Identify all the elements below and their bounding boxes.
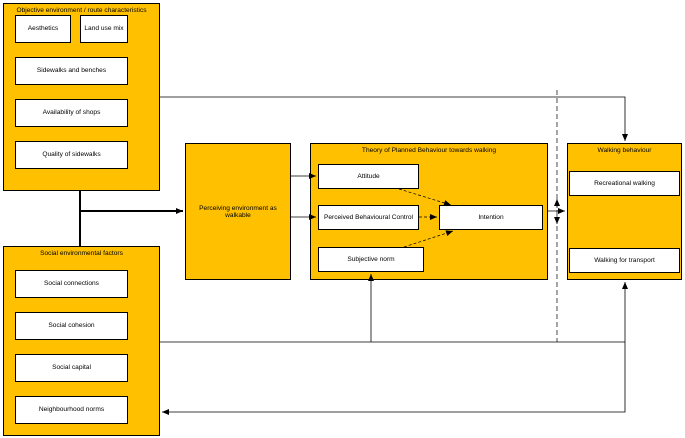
walking-for-transport-box: Walking for transport: [569, 248, 680, 273]
sidewalks-benches-box: Sidewalks and benches: [15, 57, 128, 85]
walking-to-norms-feedback-arrow: [162, 342, 626, 415]
attitude-box: Attitude: [318, 164, 419, 189]
neighbourhood-norms-box: Neighbourhood norms: [15, 396, 128, 424]
subjective-norm-box: Subjective norm: [318, 247, 424, 272]
walking-behaviour-title: Walking behaviour: [597, 147, 652, 154]
tpb-title: Theory of Planned Behaviour towards walk…: [361, 147, 497, 154]
availability-of-shops-box: Availability of shops: [15, 99, 128, 127]
perceived-behavioural-control-box: Perceived Behavioural Control: [318, 205, 419, 230]
social-connections-box: Social connections: [15, 270, 128, 298]
perceiving-walkable-box: Perceiving environment as walkable: [185, 143, 291, 280]
social-environment-title: Social environmental factors: [40, 250, 123, 257]
intention-box: Intention: [439, 205, 543, 230]
recreational-walking-box: Recreational walking: [569, 171, 680, 196]
quality-of-sidewalks-box: Quality of sidewalks: [15, 141, 128, 169]
social-capital-box: Social capital: [15, 354, 128, 382]
objective-to-walking-arrow: [160, 96, 628, 141]
objective-environment-title: Objective environment / route characteri…: [16, 7, 147, 14]
social-cohesion-box: Social cohesion: [15, 312, 128, 340]
land-use-mix-box: Land use mix: [80, 15, 128, 43]
aesthetics-box: Aesthetics: [15, 15, 71, 43]
